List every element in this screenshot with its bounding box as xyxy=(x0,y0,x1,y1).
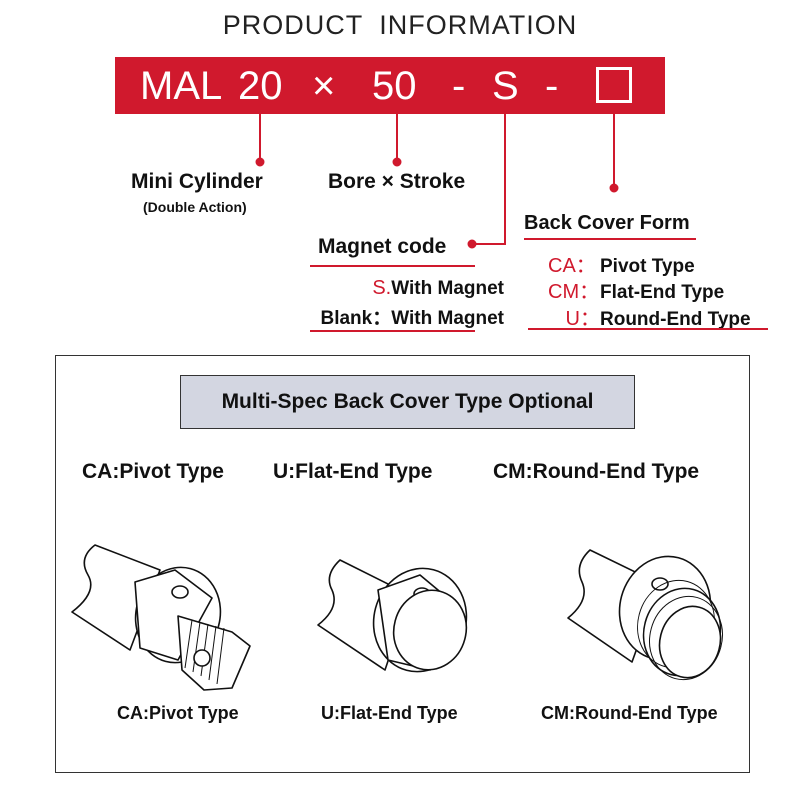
back-cover-bottom-divider xyxy=(528,328,768,330)
leader-lines xyxy=(255,114,619,249)
back-cover-divider xyxy=(524,238,696,240)
top-label-cm: CM:Round-End Type xyxy=(493,460,700,483)
magnet-row-blank: Blank：With Magnet xyxy=(320,303,504,330)
back-cover-row-u: U：Round-End Type xyxy=(548,302,751,331)
round-end-type-illustration xyxy=(567,549,723,681)
bottom-label-cm: CM:Round-End Type xyxy=(541,703,718,723)
back-cover-code-u: U： xyxy=(565,308,600,330)
back-cover-row-cm: CM：Flat-End Type xyxy=(548,275,724,304)
magnet-code-bottom-divider xyxy=(310,330,475,332)
code-bore: 20 xyxy=(238,64,283,108)
code-series: MAL xyxy=(140,64,223,108)
code-dash-2: - xyxy=(545,64,559,108)
magnet-code-blank: Blank： xyxy=(320,308,392,329)
options-banner: Multi-Spec Back Cover Type Optional xyxy=(180,375,635,429)
back-cover-desc-u: Round-End Type xyxy=(600,309,751,330)
back-cover-code-ca: CA： xyxy=(548,255,596,277)
flat-end-type-illustration xyxy=(317,559,468,673)
back-cover-desc-cm: Flat-End Type xyxy=(600,282,725,303)
round-face xyxy=(658,605,722,679)
leader-dot-magnet xyxy=(467,239,477,249)
leader-dot-series xyxy=(255,157,265,167)
flat-face xyxy=(392,589,468,671)
pivot-port xyxy=(171,585,189,599)
code-dash-1: - xyxy=(452,64,466,108)
code-back-cover-box xyxy=(596,67,632,103)
round-port xyxy=(651,577,669,591)
magnet-code-title: Magnet code xyxy=(318,235,447,258)
back-cover-row-ca: CA：Pivot Type xyxy=(548,249,695,278)
magnet-row-s: S.With Magnet xyxy=(372,277,504,300)
label-double-action: (Double Action) xyxy=(143,199,247,215)
model-code-bar xyxy=(115,57,665,114)
pivot-hole xyxy=(193,649,211,667)
back-cover-desc-ca: Pivot Type xyxy=(600,256,695,277)
bottom-label-u: U:Flat-End Type xyxy=(321,703,458,723)
page-title: PRODUCT INFORMATION xyxy=(222,10,578,40)
label-mini-cylinder: Mini Cylinder xyxy=(131,170,263,193)
magnet-code-s: S. xyxy=(372,277,392,299)
magnet-desc-s: With Magnet xyxy=(391,278,504,299)
top-label-ca: CA:Pivot Type xyxy=(82,460,224,483)
magnet-desc-blank: With Magnet xyxy=(391,308,504,329)
magnet-code-divider xyxy=(310,265,475,267)
code-stroke: 50 xyxy=(372,64,417,108)
label-bore-stroke: Bore × Stroke xyxy=(328,170,466,193)
leader-dot-bore xyxy=(392,157,402,167)
code-magnet: S xyxy=(492,64,519,108)
pivot-type-illustration xyxy=(71,544,251,691)
options-panel xyxy=(55,355,750,773)
leader-line-magnet xyxy=(472,114,506,245)
back-cover-code-cm: CM： xyxy=(548,281,600,303)
bottom-label-ca: CA:Pivot Type xyxy=(117,703,239,723)
cover-illustrations xyxy=(71,544,723,691)
leader-dot-back-cover xyxy=(609,183,619,193)
top-label-u: U:Flat-End Type xyxy=(273,460,433,483)
back-cover-title: Back Cover Form xyxy=(524,212,690,234)
pivot-tongue xyxy=(177,615,251,691)
code-times: × xyxy=(312,64,336,108)
